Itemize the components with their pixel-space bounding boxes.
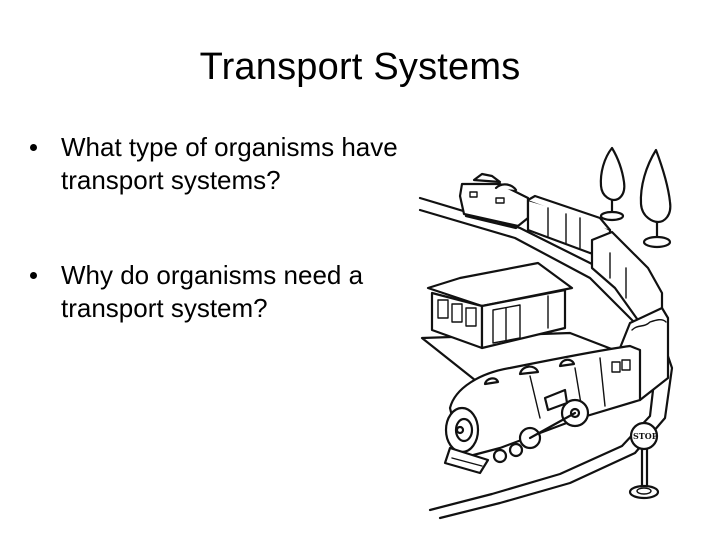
caboose-icon — [458, 172, 530, 230]
bullet-icon — [30, 144, 37, 151]
station-building-icon — [420, 261, 637, 390]
bullet-item: What type of organisms have transport sy… — [28, 131, 458, 197]
tree-icon — [599, 146, 626, 222]
bullet-text: What type of organisms have transport sy… — [61, 132, 398, 195]
bullet-text: Why do organisms need a transport system… — [61, 260, 364, 323]
tree-icon — [639, 148, 672, 249]
railway-track-icon — [418, 196, 674, 520]
bullet-item: Why do organisms need a transport system… — [28, 259, 458, 325]
train-illustration: STOP — [400, 118, 710, 523]
bullet-icon — [30, 272, 37, 279]
slide-title: Transport Systems — [199, 46, 521, 88]
svg-text:STOP: STOP — [633, 431, 658, 441]
steam-locomotive-icon — [443, 344, 642, 475]
bullet-list: What type of organisms have transport sy… — [28, 131, 458, 387]
stop-sign-icon: STOP — [628, 421, 660, 500]
boxcar-icon — [526, 194, 612, 260]
